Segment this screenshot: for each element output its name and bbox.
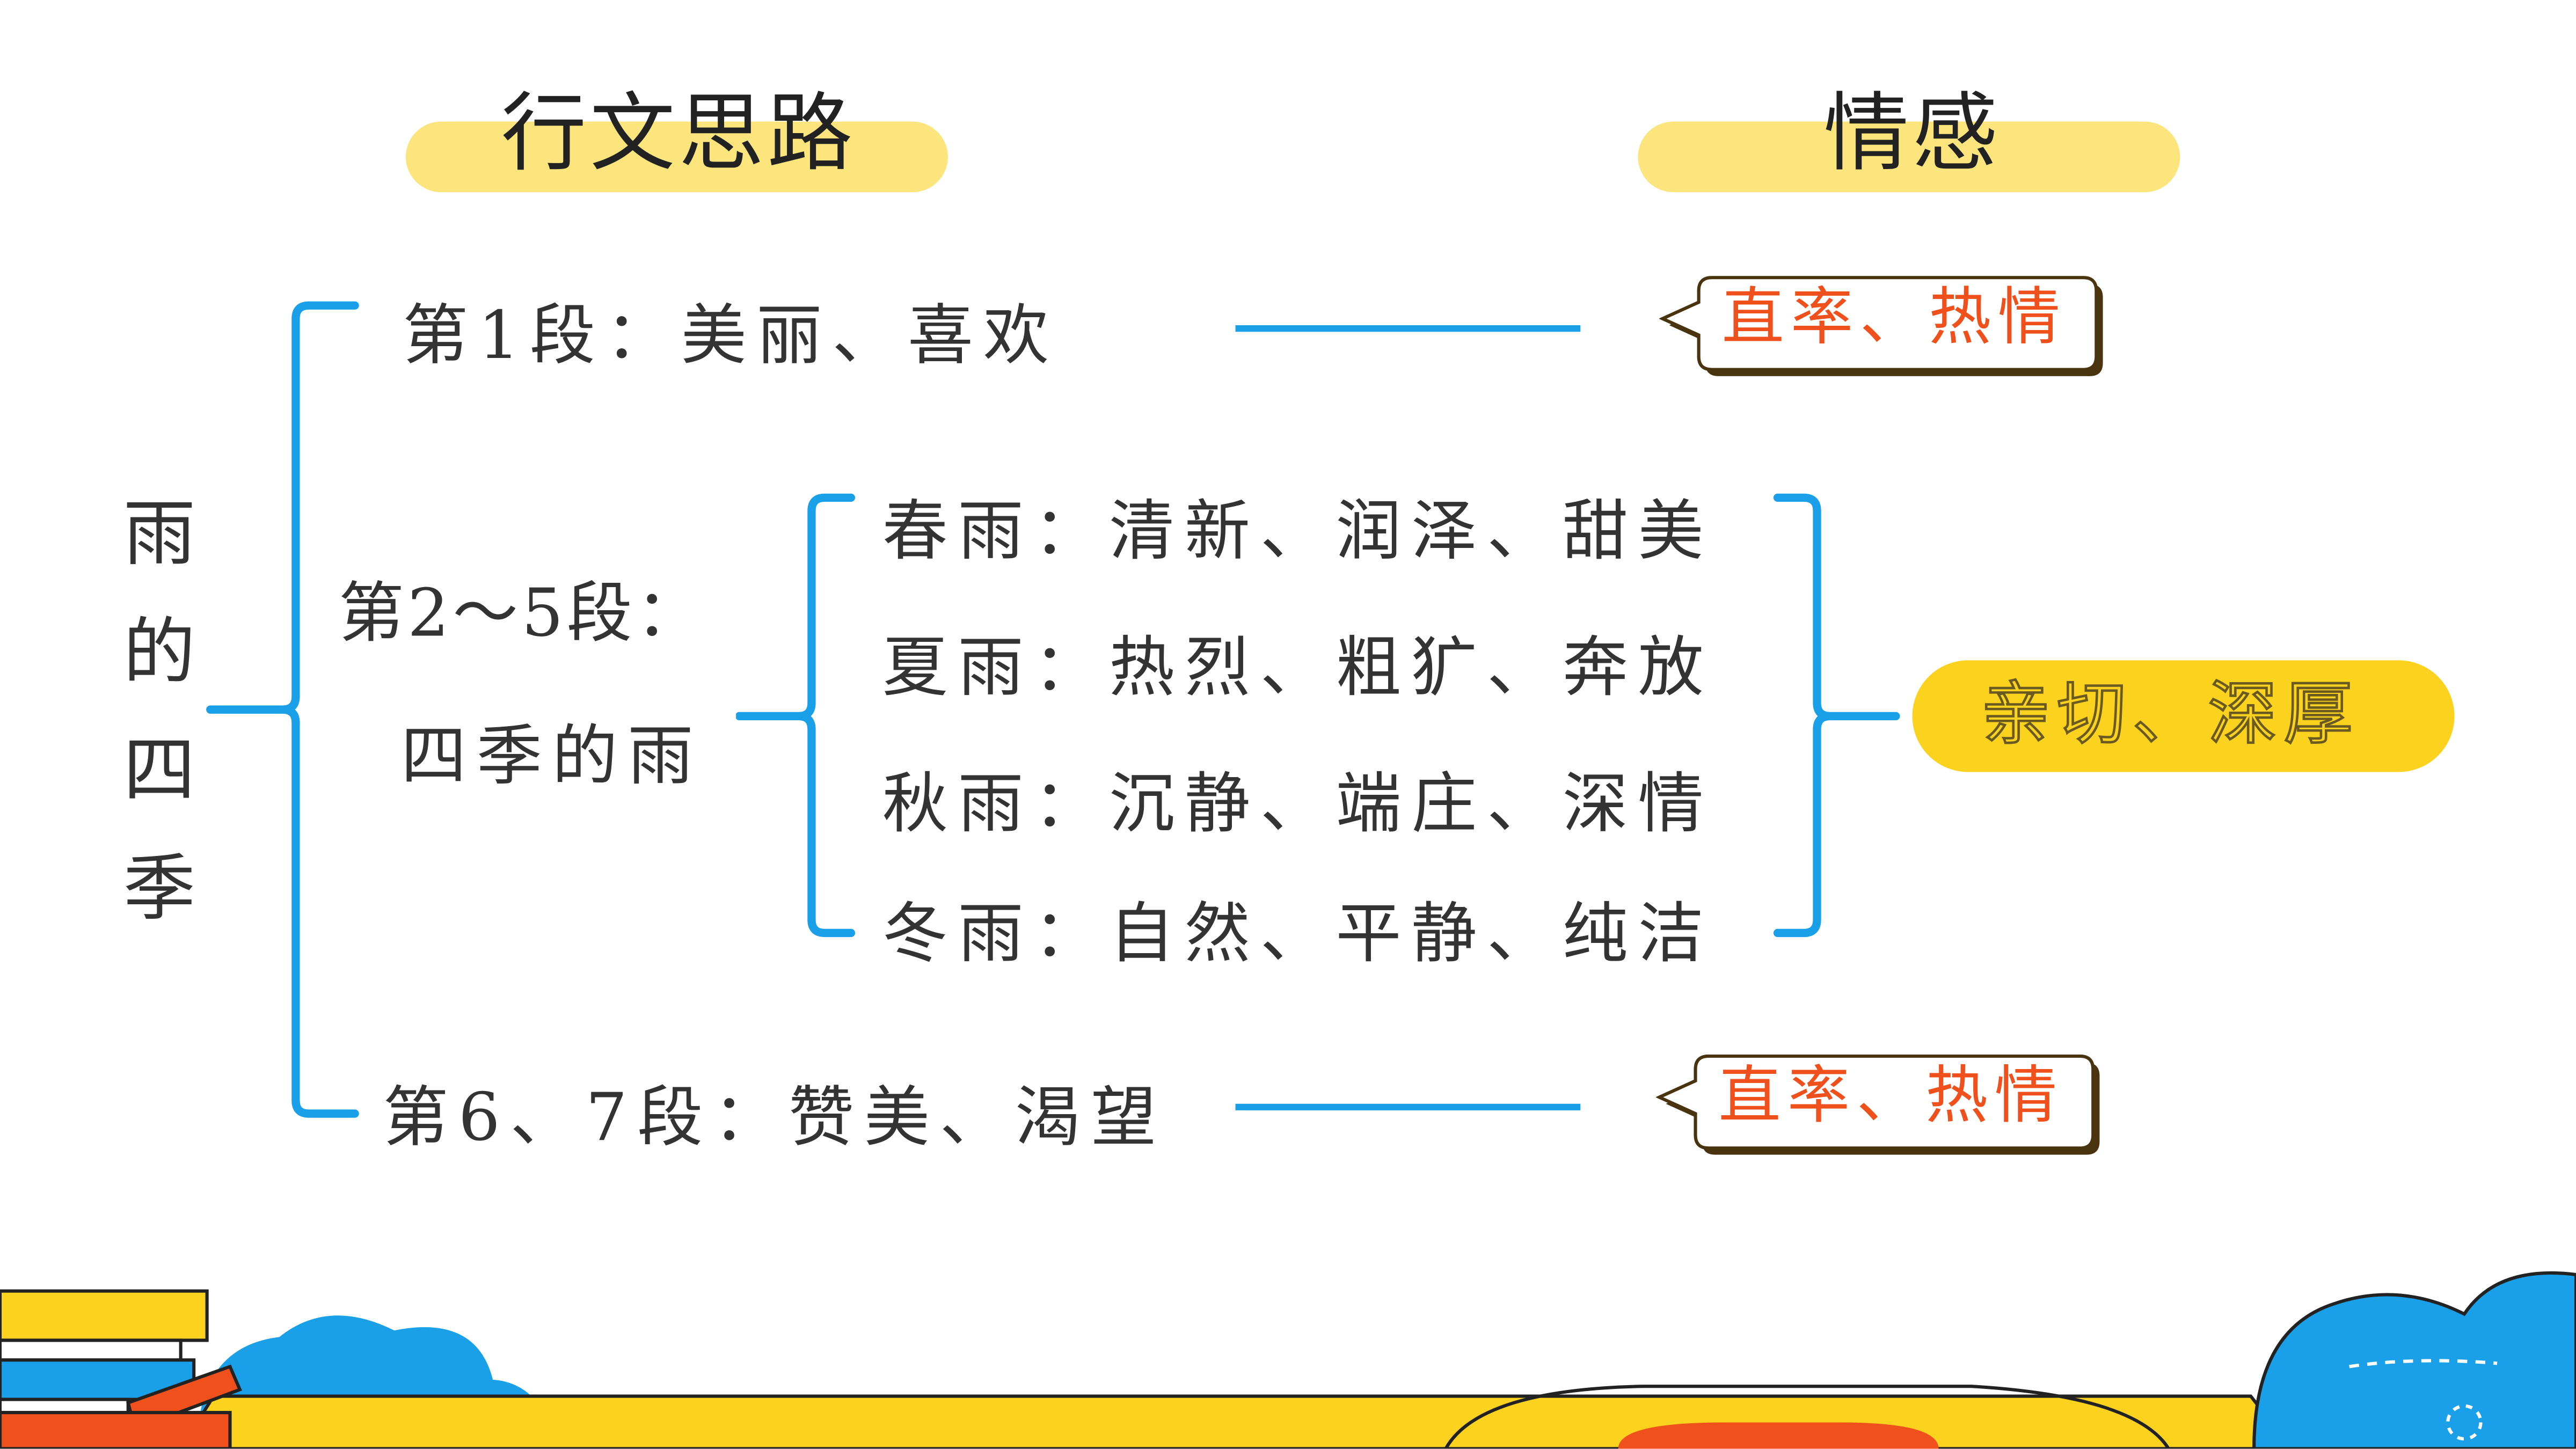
left-header: 行文思路 bbox=[501, 85, 856, 184]
bottom-decoration bbox=[0, 1271, 2576, 1449]
emotion-tag-bottom-text: 直率、热情 bbox=[1718, 1059, 2064, 1132]
main-bracket bbox=[206, 301, 359, 1118]
title-char: 四 bbox=[123, 729, 196, 813]
right-header-pill bbox=[1638, 121, 2180, 193]
seasons-right-bracket bbox=[1773, 493, 1900, 938]
emotion-tag-top: 直率、热情 bbox=[1659, 276, 2103, 376]
emotion-middle-pill bbox=[1912, 660, 2455, 772]
emotion-tag-top-text: 直率、热情 bbox=[1721, 281, 2067, 354]
connector-line-top bbox=[1235, 325, 1581, 332]
seasons-bracket bbox=[736, 493, 856, 938]
season-winter: 冬雨：自然、平静、纯洁 bbox=[882, 897, 1714, 972]
right-header: 情感 bbox=[1823, 85, 2001, 184]
title-char: 季 bbox=[123, 847, 196, 932]
title-char: 雨 bbox=[123, 493, 196, 577]
season-autumn: 秋雨：沉静、端庄、深情 bbox=[882, 767, 1714, 843]
left-header-pill bbox=[405, 121, 948, 193]
emotion-middle-text: 亲切、深厚 bbox=[1980, 673, 2360, 754]
emotion-tag-bottom: 直率、热情 bbox=[1656, 1054, 2100, 1155]
paragraph-2-5-sub: 四季的雨 bbox=[400, 719, 703, 795]
connector-line-bottom bbox=[1235, 1103, 1581, 1110]
season-summer: 夏雨：热烈、粗犷、奔放 bbox=[882, 631, 1714, 707]
paragraph-1-text: 第1段：美丽、喜欢 bbox=[402, 299, 1059, 375]
paragraph-6-7-text: 第6、7段：赞美、渴望 bbox=[383, 1080, 1166, 1157]
season-spring: 春雨：清新、润泽、甜美 bbox=[882, 494, 1714, 570]
paragraph-2-5-label: 第2～5段： bbox=[338, 576, 705, 653]
title-char: 的 bbox=[123, 611, 196, 695]
diagram-title: 雨 的 四 季 bbox=[118, 477, 200, 949]
